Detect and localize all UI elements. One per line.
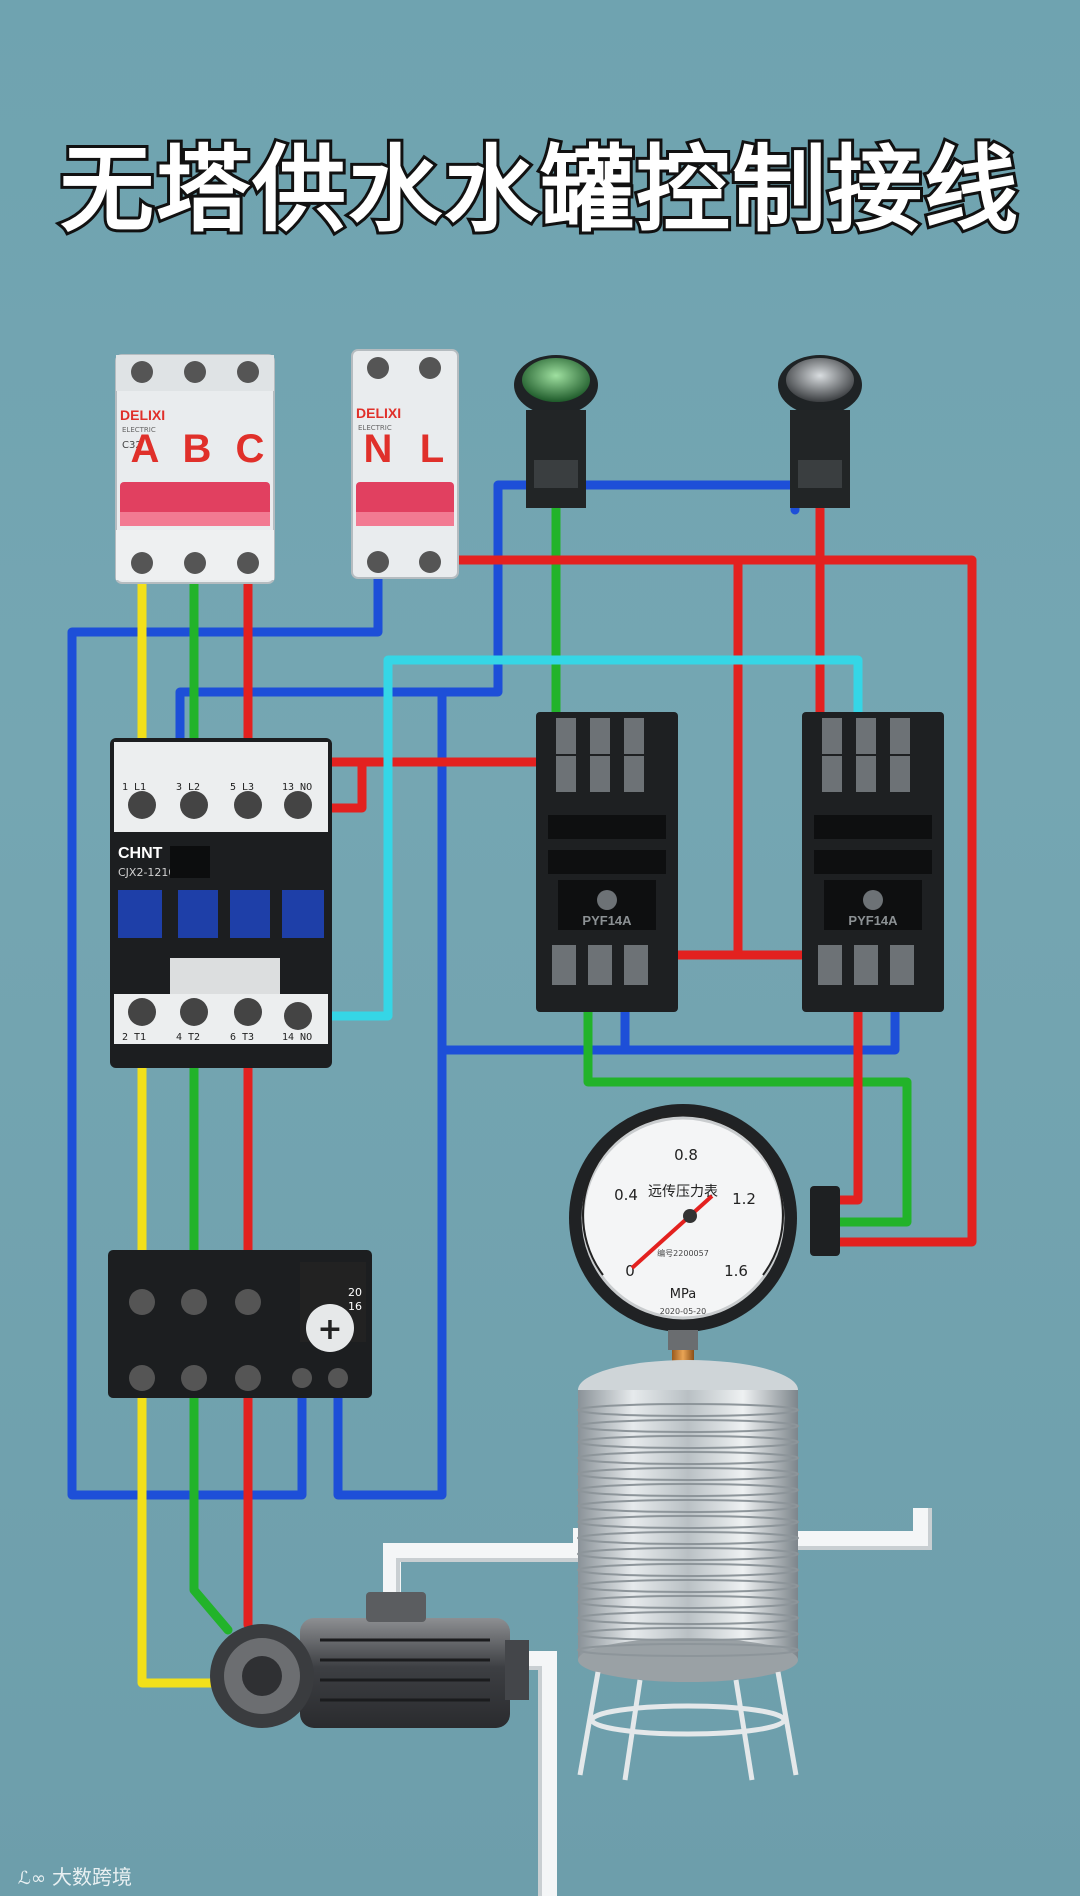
contactor[interactable]: 1 L1 3 L2 5 L3 13 NO CHNT CJX2-1210 2 T1… — [110, 738, 332, 1068]
watermark-text: 大数跨境 — [52, 1865, 132, 1889]
breaker-2p-pole-l: L — [420, 427, 444, 471]
tank-rib — [577, 1627, 799, 1641]
watermark: ℒ∞ 大数跨境 — [18, 1865, 132, 1889]
gauge-needle — [630, 1194, 714, 1270]
indicator-lamp-grey — [778, 355, 862, 508]
gauge-tick-3: 1.2 — [732, 1190, 756, 1208]
tank-rib — [577, 1499, 799, 1513]
contactor-top-terminal-2: 3 L2 — [176, 782, 200, 793]
contactor-top-terminal-1: 1 L1 — [122, 782, 146, 793]
overload-dial-plus-icon: + — [317, 1312, 342, 1347]
tank-rib — [577, 1547, 799, 1561]
relay-right-label: PYF14A — [848, 913, 898, 928]
tank-rib — [577, 1611, 799, 1625]
tank-rib — [577, 1435, 799, 1449]
tank-rib — [577, 1467, 799, 1481]
tank-rib — [577, 1643, 799, 1657]
tank-rib — [577, 1515, 799, 1529]
wire-red-13no — [293, 757, 553, 813]
water-tank — [577, 1360, 799, 1781]
tank-rib — [577, 1579, 799, 1593]
gauge-tick-1: 0.4 — [614, 1186, 638, 1204]
overload-setting-dial[interactable] — [306, 1304, 354, 1352]
breaker-3p[interactable]: DELIXI ELECTRIC C32 A B C — [115, 354, 275, 584]
gauge-tick-2: 0.8 — [674, 1146, 698, 1164]
breaker-2p-pole-n: N — [364, 427, 393, 471]
wire-cyan-14no — [293, 655, 863, 1021]
breaker-3p-pole-a: A — [131, 427, 160, 471]
contactor-top-terminal-4: 13 NO — [282, 782, 312, 793]
gauge-date: 2020-05-20 — [660, 1307, 707, 1316]
gauge-tick-4: 1.6 — [724, 1262, 748, 1280]
breaker-2p-sub: ELECTRIC — [358, 424, 392, 432]
tank-rib — [577, 1563, 799, 1577]
pump-outlet-pipe — [383, 1528, 591, 1600]
relay-base-right[interactable]: PYF14A — [802, 712, 944, 1012]
pressure-gauge: 0 0.4 0.8 1.2 1.6 远传压力表 MPa 编号2200057 20… — [569, 1104, 840, 1374]
watermark-logo-icon: ℒ∞ — [18, 1868, 46, 1889]
breaker-2p-brand: DELIXI — [356, 405, 401, 421]
water-pump — [210, 1592, 529, 1728]
tank-rib — [577, 1419, 799, 1433]
indicator-lamp-green — [514, 355, 598, 508]
relay-base-left[interactable]: PYF14A — [536, 712, 678, 1012]
relay-left-label: PYF14A — [582, 913, 632, 928]
contactor-bottom-terminal-3: 6 T3 — [230, 1032, 254, 1043]
tank-rib — [577, 1595, 799, 1609]
gauge-serial: 编号2200057 — [657, 1248, 709, 1258]
thermal-overload-relay[interactable]: + 20 16 — [108, 1250, 372, 1398]
contactor-bottom-terminal-1: 2 T1 — [122, 1032, 146, 1043]
gauge-tick-0: 0 — [625, 1262, 635, 1280]
breaker-3p-brand: DELIXI — [120, 407, 165, 423]
overload-dial-min: 16 — [348, 1300, 362, 1313]
tank-rib — [577, 1531, 799, 1545]
page-title: 无塔供水水罐控制接线 — [60, 136, 1020, 245]
contactor-model: CJX2-1210 — [118, 866, 175, 879]
tank-rib — [577, 1483, 799, 1497]
breaker-2p[interactable]: DELIXI ELECTRIC N L — [351, 349, 459, 579]
contactor-bottom-terminal-4: 14 NO — [282, 1032, 312, 1043]
wire-red-l — [423, 503, 977, 1247]
overload-dial-max: 20 — [348, 1286, 362, 1299]
tank-rib — [577, 1451, 799, 1465]
wire-green-gauge — [583, 990, 912, 1227]
wire-blue-n — [67, 558, 383, 1500]
gauge-unit: MPa — [670, 1287, 696, 1302]
wire-red-gauge — [823, 990, 863, 1205]
wire-blue-common — [333, 687, 900, 1500]
gauge-label: 远传压力表 — [648, 1184, 718, 1200]
tank-rib — [577, 1403, 799, 1417]
contactor-brand: CHNT — [118, 845, 163, 862]
breaker-3p-sub: ELECTRIC — [122, 426, 156, 434]
breaker-3p-pole-b: B — [183, 427, 212, 471]
tank-outlet-pipe — [792, 1508, 931, 1549]
contactor-top-terminal-3: 5 L3 — [230, 782, 254, 793]
breaker-2p-handle[interactable] — [356, 482, 454, 520]
breaker-3p-model: C32 — [122, 440, 142, 451]
breaker-3p-handle[interactable] — [120, 482, 270, 520]
contactor-bottom-terminal-2: 4 T2 — [176, 1032, 200, 1043]
breaker-3p-pole-c: C — [236, 427, 265, 471]
